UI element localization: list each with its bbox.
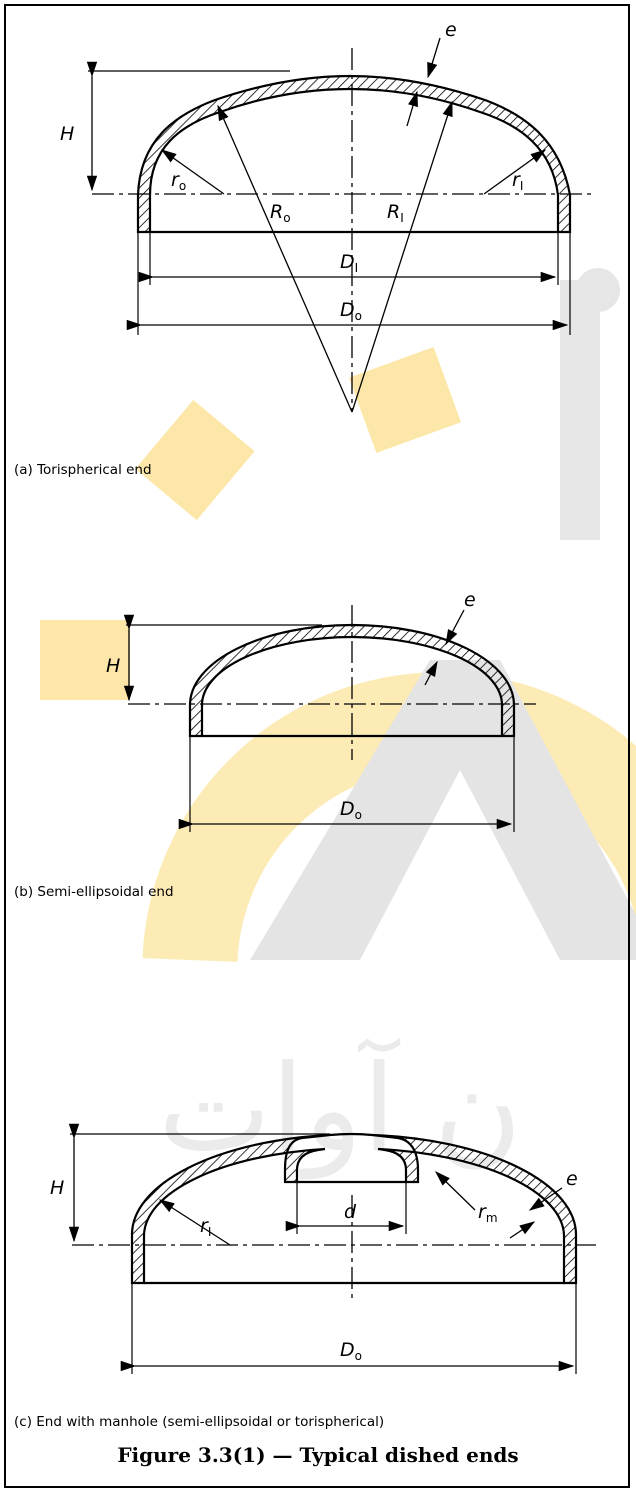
manhole-end: H e rI rm d Do xyxy=(50,1123,596,1374)
label-e: e xyxy=(445,19,457,41)
svg-text:e: e xyxy=(566,1168,578,1190)
caption-torispherical: (a) Torispherical end xyxy=(14,462,152,478)
svg-text:Do: Do xyxy=(340,1339,362,1363)
svg-text:H: H xyxy=(50,1177,64,1199)
semi-ellipsoidal-shell xyxy=(188,623,516,738)
label-H: H xyxy=(60,123,74,145)
svg-text:DI: DI xyxy=(340,251,358,275)
manhole-shell-right xyxy=(371,1133,578,1285)
svg-text:rI: rI xyxy=(200,1215,211,1239)
caption-semi-ellipsoidal: (b) Semi-ellipsoidal end xyxy=(14,884,174,900)
figure-title: Figure 3.3(1) — Typical dished ends xyxy=(117,1443,519,1467)
svg-text:e: e xyxy=(464,589,476,611)
torispherical-shell xyxy=(136,74,572,234)
figure-frame xyxy=(4,4,630,1488)
svg-text:RI: RI xyxy=(387,201,404,225)
caption-manhole: (c) End with manhole (semi-ellipsoidal o… xyxy=(14,1414,385,1430)
svg-text:Do: Do xyxy=(340,299,362,323)
svg-text:ro: ro xyxy=(171,169,186,193)
manhole-shell-left xyxy=(130,1133,331,1285)
svg-text:Do: Do xyxy=(340,798,362,822)
svg-text:Ro: Ro xyxy=(270,201,291,225)
svg-text:rm: rm xyxy=(478,1201,498,1225)
svg-text:d: d xyxy=(344,1201,357,1223)
torispherical-end: H e ro rI Ro RI DI Do xyxy=(60,19,596,413)
svg-text:rI: rI xyxy=(512,169,523,193)
svg-text:H: H xyxy=(106,655,120,677)
semi-ellipsoidal-end: H e Do xyxy=(106,589,536,832)
